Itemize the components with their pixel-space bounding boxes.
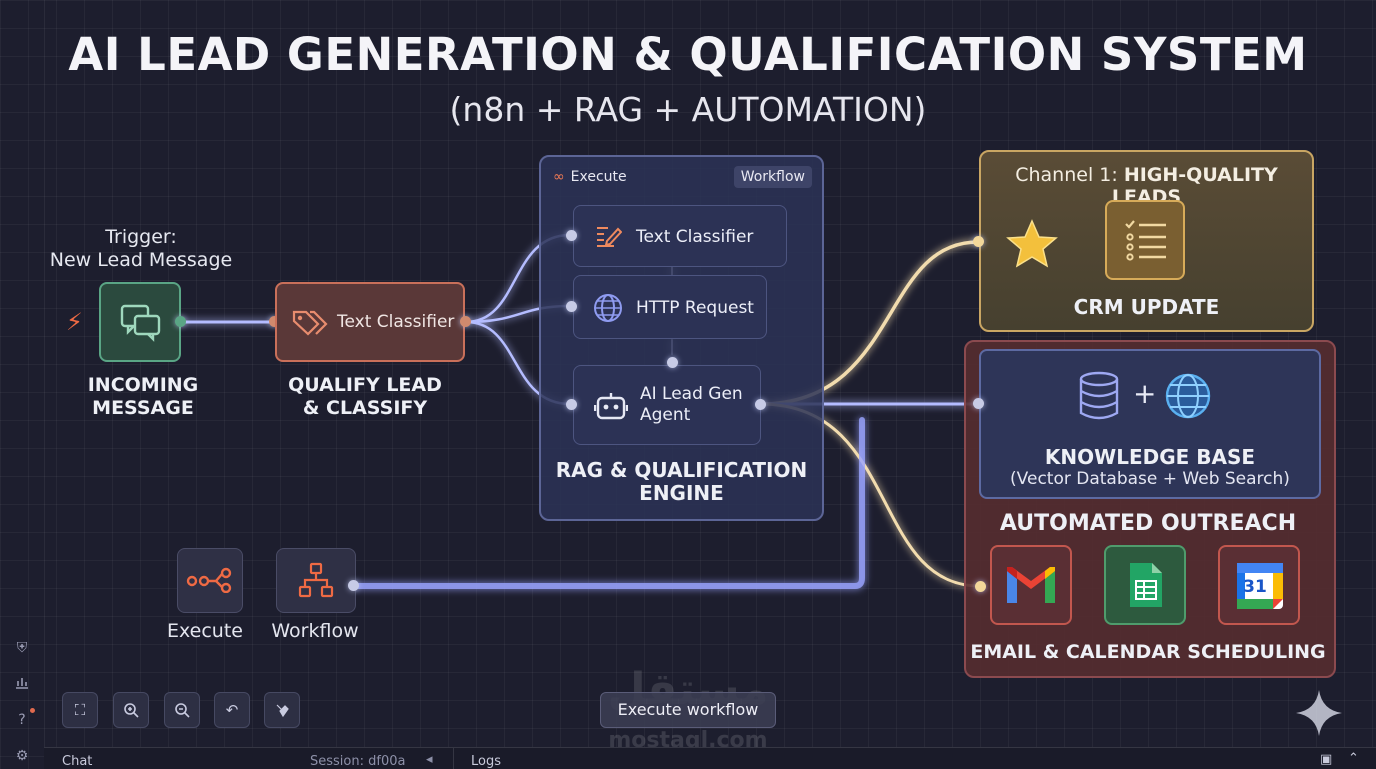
insights-icon[interactable]: [12, 674, 32, 694]
globe-icon: [594, 294, 622, 322]
left-sidebar: ⛨ ? ⚙: [0, 0, 45, 768]
execute-flow-icon: ∞: [553, 169, 565, 185]
knowledge-base-panel: + KNOWLEDGE BASE (Vector Database + Web …: [979, 349, 1321, 499]
execute-flow-icon: [186, 567, 232, 593]
shield-icon[interactable]: ⛨: [16, 640, 28, 656]
web-globe-icon: [1165, 373, 1211, 419]
zoom-out-icon: [175, 703, 190, 718]
settings-icon[interactable]: ⚙: [15, 748, 29, 764]
outreach-title: AUTOMATED OUTREACH: [999, 511, 1297, 536]
database-icon: [1079, 371, 1119, 420]
text-classifier-label: Text Classifier: [337, 312, 455, 332]
qualify-label-line2: & CLASSIFY: [302, 397, 428, 419]
zoom-out-button[interactable]: [164, 692, 200, 728]
ai-lead-gen-label-line2: Agent: [640, 405, 691, 425]
page-subtitle: (n8n + RAG + AUTOMATION): [449, 90, 927, 129]
qualify-label-line1: QUALIFY LEAD: [288, 374, 442, 396]
qualify-label: QUALIFY LEAD & CLASSIFY: [270, 374, 460, 420]
chevron-up-icon[interactable]: ⌃: [1348, 751, 1359, 766]
zoom-in-icon: [124, 703, 139, 718]
robot-icon: [594, 393, 628, 420]
trigger-caption-line2: New Lead Message: [49, 249, 233, 271]
fit-view-button[interactable]: ⛶: [62, 692, 98, 728]
tags-icon: [292, 310, 328, 336]
tidy-up-button[interactable]: [264, 692, 300, 728]
checklist-icon: [1125, 220, 1166, 261]
engine-text-classifier-label: Text Classifier: [636, 227, 754, 247]
engine-text-classifier-node[interactable]: Text Classifier: [573, 205, 787, 267]
zoom-in-button[interactable]: [113, 692, 149, 728]
workflow-tag[interactable]: Workflow: [733, 166, 812, 188]
chat-bubbles-icon: [120, 304, 161, 342]
http-request-node[interactable]: HTTP Request: [573, 275, 767, 339]
calendar-icon: [1237, 563, 1283, 609]
knowledge-base-subtitle: (Vector Database + Web Search): [1010, 469, 1290, 489]
ai-lead-gen-label-line1: AI Lead Gen: [640, 384, 743, 404]
session-id: Session: df00a: [310, 754, 406, 769]
outreach-input-port[interactable]: [975, 581, 986, 592]
gmail-icon: [1007, 567, 1055, 603]
crm-input-port[interactable]: [973, 236, 984, 247]
channel1-prefix: Channel 1:: [1015, 164, 1124, 186]
crm-update-label: CRM UPDATE: [1073, 295, 1220, 319]
spreadsheet-icon: [1130, 563, 1162, 607]
engine-label-line1: RAG & QUALIFICATION: [555, 458, 808, 482]
engine-label: RAG & QUALIFICATION ENGINE: [541, 459, 822, 505]
workflow-caption: Workflow: [271, 620, 359, 642]
workflow-node[interactable]: [276, 548, 356, 613]
email-calendar-label: EMAIL & CALENDAR SCHEDULING: [970, 641, 1326, 663]
agent-output-port[interactable]: [755, 399, 766, 410]
broom-icon: [276, 704, 289, 718]
workflow-output-port[interactable]: [348, 580, 359, 591]
trigger-label: INCOMING MESSAGE: [62, 374, 224, 420]
page-title: AI LEAD GENERATION & QUALIFICATION SYSTE…: [68, 28, 1308, 81]
help-icon[interactable]: ?: [18, 712, 26, 728]
trigger-caption-line1: Trigger:: [105, 226, 177, 248]
edit-document-icon: [597, 227, 622, 247]
execute-workflow-button[interactable]: Execute workflow: [600, 692, 776, 728]
high-quality-leads-panel: Channel 1: HIGH-QUALITY LEADS CRM UPDATE: [979, 150, 1314, 332]
kb-input-port[interactable]: [973, 398, 984, 409]
incoming-message-node[interactable]: [99, 282, 181, 362]
bottom-panel-bar: Chat Session: df00a ◂ Logs ▣ ⌃: [44, 747, 1376, 769]
http-request-label: HTTP Request: [636, 298, 754, 318]
trigger-label-line2: MESSAGE: [92, 397, 194, 419]
plus-sign: +: [1133, 377, 1157, 410]
agent-input-port[interactable]: [566, 399, 577, 410]
clear-icon[interactable]: ◂: [426, 752, 433, 767]
undo-button[interactable]: ↶: [214, 692, 250, 728]
gmail-node[interactable]: [990, 545, 1072, 625]
engine-label-line2: ENGINE: [639, 481, 724, 505]
sheets-node[interactable]: [1104, 545, 1186, 625]
classifier-input-port[interactable]: [566, 230, 577, 241]
execute-caption: Execute: [167, 620, 243, 642]
knowledge-base-title: KNOWLEDGE BASE: [1044, 445, 1256, 469]
agent-top-port[interactable]: [667, 357, 678, 368]
engine-header: ∞ Execute: [553, 169, 627, 185]
trigger-label-line1: INCOMING: [87, 374, 199, 396]
calendar-day: 31: [1243, 577, 1267, 597]
chat-tab[interactable]: Chat: [62, 754, 93, 769]
calendar-node[interactable]: 31: [1218, 545, 1300, 625]
pop-out-icon[interactable]: ▣: [1320, 752, 1333, 767]
trigger-output-port[interactable]: [175, 316, 186, 327]
logs-tab[interactable]: Logs: [471, 754, 501, 769]
crm-node[interactable]: [1105, 200, 1185, 280]
qualify-input-port[interactable]: [269, 316, 280, 327]
ai-lead-gen-agent-node[interactable]: AI Lead Gen Agent: [573, 365, 761, 445]
qualify-output-port[interactable]: [460, 316, 471, 327]
execute-node[interactable]: [177, 548, 243, 613]
panel-divider: [453, 748, 454, 769]
rag-engine-panel: ∞ Execute Workflow Text Classifier HTTP R…: [539, 155, 824, 521]
engine-header-label: Execute: [570, 169, 627, 185]
ai-lead-gen-label: AI Lead Gen Agent: [640, 384, 743, 426]
lightning-icon: ⚡: [66, 308, 83, 336]
sparkle-icon: [1296, 690, 1342, 736]
text-classifier-node[interactable]: Text Classifier: [275, 282, 465, 362]
star-icon: [1006, 219, 1058, 268]
trigger-caption: Trigger: New Lead Message: [40, 226, 242, 272]
http-input-port[interactable]: [566, 301, 577, 312]
sitemap-icon: [298, 562, 334, 598]
notification-badge: [30, 708, 35, 713]
